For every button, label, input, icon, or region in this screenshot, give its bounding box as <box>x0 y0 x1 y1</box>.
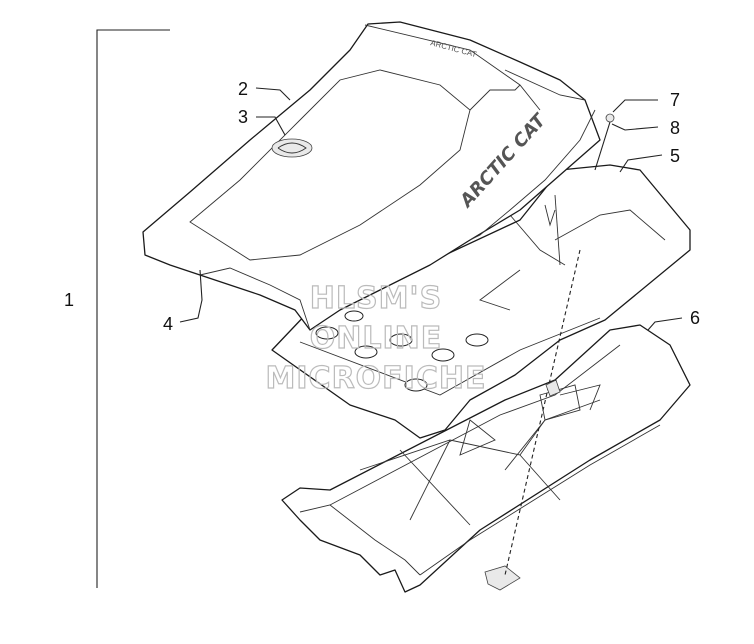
watermark: HLSM'S ONLINE MICROFICHE <box>265 280 487 396</box>
watermark-line-1: HLSM'S <box>310 281 442 316</box>
callout-6: 6 <box>690 308 700 328</box>
leader-lines <box>179 87 683 331</box>
part-8-pin <box>504 121 611 576</box>
part-2-cover: ARCTIC CAT ARCTIC CAT <box>142 21 601 331</box>
callout-3: 3 <box>238 107 248 127</box>
watermark-line-3: MICROFICHE <box>266 361 487 396</box>
part-5-liner <box>271 164 691 439</box>
callouts: 1 2 3 4 5 6 7 8 <box>64 79 700 334</box>
callout-8: 8 <box>670 118 680 138</box>
callout-2: 2 <box>238 79 248 99</box>
callout-7: 7 <box>670 90 680 110</box>
callout-1: 1 <box>64 290 74 310</box>
callout-4: 4 <box>163 314 173 334</box>
part-6-lower-tray <box>281 324 691 593</box>
part-7-fastener-cap <box>605 113 615 123</box>
assembly-bracket <box>96 29 170 588</box>
watermark-line-2: ONLINE <box>310 321 443 356</box>
part-3-emblem <box>271 138 313 158</box>
callout-5: 5 <box>670 146 680 166</box>
